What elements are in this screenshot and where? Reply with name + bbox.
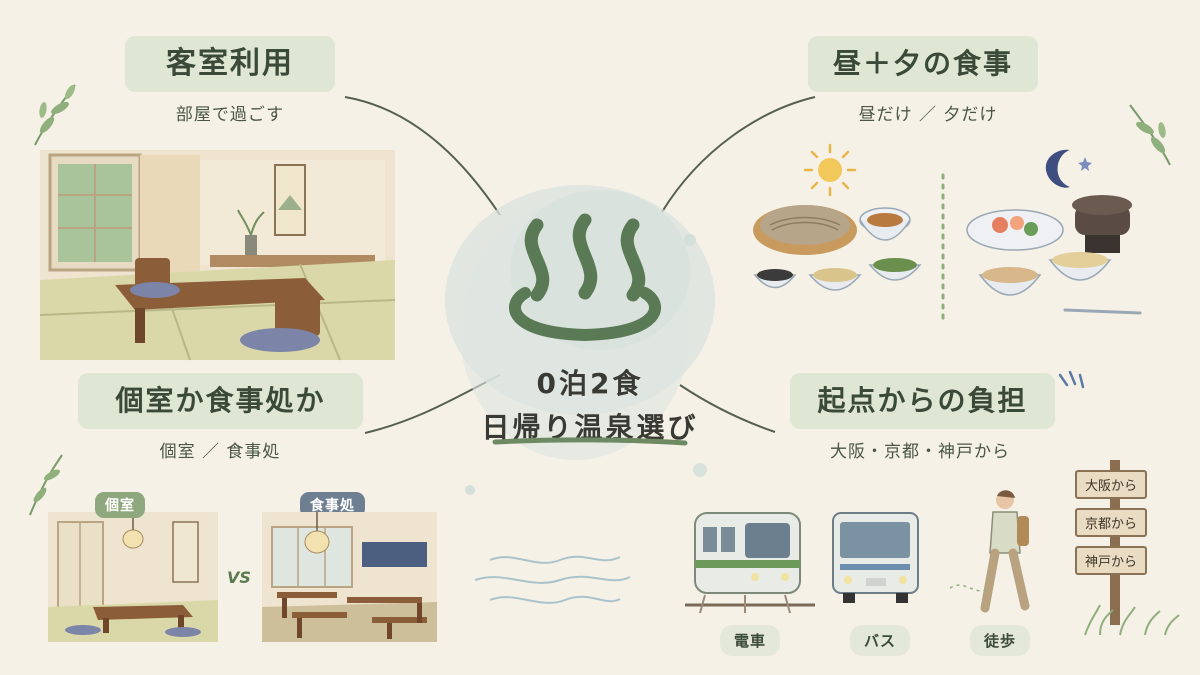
branch-subtitle-meals: 昼だけ ／ 夕だけ xyxy=(858,105,998,125)
walker-illustration xyxy=(949,490,1030,613)
private-room-illustration xyxy=(48,512,218,642)
dinner-illustration xyxy=(966,195,1142,315)
connector-bottom-right xyxy=(679,384,776,433)
label-private-room: 個室 xyxy=(95,492,145,518)
grass-icon xyxy=(1084,604,1180,636)
branch-subtitle-travel-burden: 大阪・京都・神戸から xyxy=(830,442,1010,462)
branch-title-travel-burden: 起点からの負担 xyxy=(790,373,1055,429)
sign-from-kyoto: 京都から xyxy=(1075,508,1148,537)
leaf-sprig-icon xyxy=(34,84,76,146)
leaf-sprig-icon xyxy=(1129,104,1171,166)
center-underline xyxy=(492,437,688,446)
leaf-sprig-icon xyxy=(29,454,63,516)
center-title: 0泊2食 日帰り温泉選び xyxy=(470,362,710,446)
branch-title-guest-room: 客室利用 xyxy=(125,36,335,92)
transport-label-walk: 徒歩 xyxy=(970,625,1031,656)
branch-subtitle-room-or-dining: 個室 ／ 食事処 xyxy=(159,442,281,462)
center-title-line1: 0泊2食 xyxy=(536,367,644,400)
sun-icon xyxy=(803,143,857,197)
transport-label-bus: バス xyxy=(850,625,911,656)
train-illustration xyxy=(685,512,815,614)
connector-top-left xyxy=(344,96,501,216)
branch-title-room-or-dining: 個室か食事処か xyxy=(78,373,363,429)
label-vs: VS xyxy=(227,568,251,587)
signpost-pole xyxy=(1110,460,1120,625)
spark-lines-icon xyxy=(1058,370,1085,389)
bus-illustration xyxy=(832,512,919,603)
transport-label-train: 電車 xyxy=(720,625,781,656)
dining-hall-illustration xyxy=(262,512,437,642)
sign-from-osaka: 大阪から xyxy=(1075,470,1148,499)
branch-title-meals: 昼＋夕の食事 xyxy=(808,36,1038,92)
lunch-illustration xyxy=(753,205,922,291)
divider-dots xyxy=(941,173,945,327)
wave-decoration xyxy=(474,555,631,604)
onsen-icon xyxy=(509,213,661,342)
tatami-room-illustration xyxy=(39,150,396,361)
sign-from-kobe: 神戸から xyxy=(1075,546,1148,575)
connector-top-right xyxy=(661,96,816,213)
branch-subtitle-guest-room: 部屋で過ごす xyxy=(175,105,285,125)
moon-icon xyxy=(1045,149,1092,188)
